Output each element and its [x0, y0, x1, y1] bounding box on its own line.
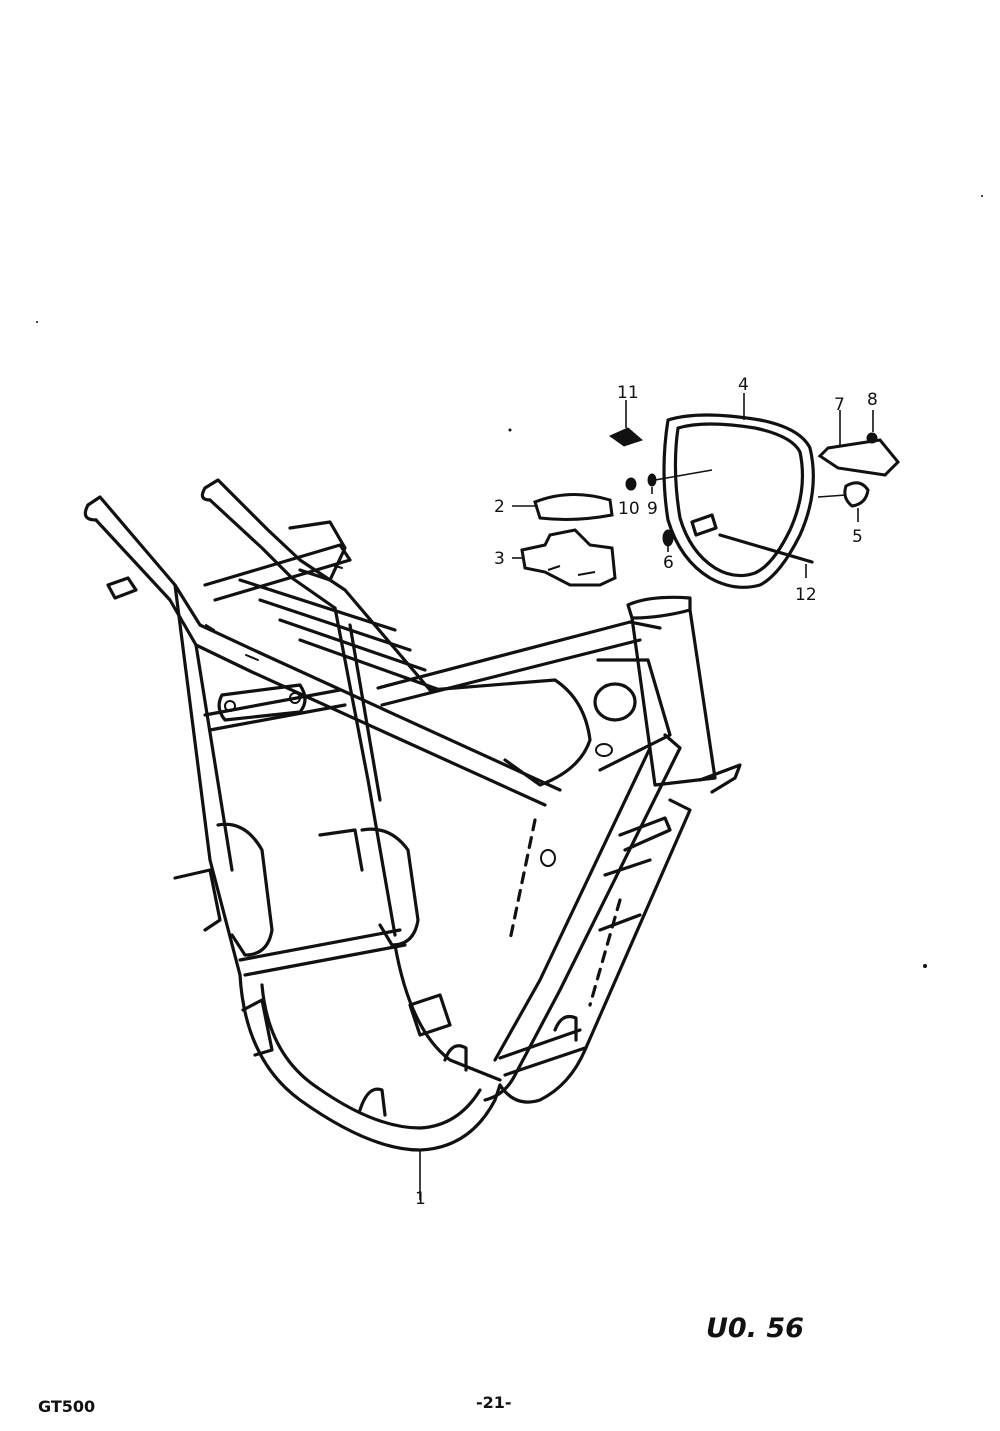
- frame-tank-tunnel: [428, 678, 592, 787]
- callout-6: 6: [663, 553, 674, 573]
- callout-8: 8: [867, 390, 878, 410]
- side-cover-bracket: [690, 513, 718, 537]
- leader-5b: [817, 494, 847, 498]
- frame-down-tube-brace: [598, 858, 652, 932]
- part-3-bracket: [520, 528, 617, 587]
- frame-footrest-mount-right: [318, 828, 364, 872]
- frame-steering-stop: [698, 763, 742, 794]
- part-5-grommet: [843, 481, 870, 508]
- leader-lines: [419, 393, 874, 1200]
- frame-lower-cradle: [238, 973, 502, 1152]
- frame-swingarm-plate-left: [216, 822, 274, 957]
- part-11-clip: [608, 427, 643, 447]
- scan-specks: [36, 195, 983, 968]
- frame-lower-cradle-brace: [498, 1028, 587, 1077]
- frame-steering-head: [626, 595, 692, 620]
- frame-seat-post-left-inner: [194, 643, 234, 872]
- callout-1: 1: [415, 1189, 426, 1209]
- callout-2: 2: [494, 497, 505, 517]
- frame-engine-mount-front: [618, 816, 672, 852]
- frame-engine-lug-2: [443, 1044, 468, 1072]
- frame-detail-hole-3: [224, 700, 236, 712]
- frame-rear-crossmember: [203, 543, 352, 602]
- callout-5: 5: [852, 527, 863, 547]
- part-9-washer: [647, 473, 657, 487]
- callout-11: 11: [617, 383, 639, 403]
- part-10-washer: [625, 477, 637, 491]
- figure-code: U0. 56: [706, 1313, 804, 1344]
- part-4-side-cover: [662, 413, 815, 589]
- part-6-grommet: [662, 529, 674, 547]
- frame-swingarm-plate-right: [360, 827, 420, 947]
- frame-lower-crossmember: [238, 928, 407, 977]
- frame-lower-cradle-inner: [260, 983, 482, 1130]
- footer-model: GT500: [38, 1397, 95, 1416]
- frame-bracket-upper-left: [217, 683, 307, 722]
- frame-left-top-rail: [86, 495, 562, 792]
- callout-12: 12: [795, 585, 817, 605]
- frame-gusset: [596, 658, 672, 772]
- frame-footrest-mount-left: [173, 868, 222, 932]
- frame-seat-bracket: [288, 520, 347, 582]
- frame-seat-post-right: [333, 606, 397, 937]
- frame-seat-ladder: [238, 578, 442, 692]
- frame-detail-hole-4: [289, 692, 301, 704]
- frame-steering-head-body: [630, 608, 717, 787]
- frame-detail-hole-2: [595, 743, 613, 757]
- frame-details: [205, 564, 613, 867]
- frame-down-tube-inner: [493, 746, 652, 1062]
- callout-10: 10: [618, 499, 640, 519]
- callout-7: 7: [834, 395, 845, 415]
- frame-seat-post-left: [173, 583, 242, 977]
- frame-down-tube-outer: [483, 733, 682, 1102]
- part-2-pad: [533, 492, 614, 521]
- frame-engine-lug-3: [553, 1014, 578, 1042]
- frame-engine-lug-1: [358, 1087, 387, 1117]
- small-parts: [520, 427, 901, 587]
- side-cover-outline: [662, 413, 815, 589]
- frame-gusset-hole: [593, 682, 637, 722]
- leader-9b: [654, 469, 713, 481]
- frame-rear-bracket: [106, 576, 138, 600]
- part-8-nut: [866, 432, 878, 444]
- frame-center-stand-mount: [408, 993, 452, 1037]
- footer-page-number: -21-: [476, 1393, 512, 1412]
- side-cover-inner: [673, 422, 805, 578]
- callout-4: 4: [738, 375, 749, 395]
- frame-seat-post-right-inner: [348, 623, 382, 802]
- frame-detail-bolts: [205, 564, 343, 661]
- frame-rear-loop: [83, 486, 212, 522]
- callout-9: 9: [647, 499, 658, 519]
- callout-3: 3: [494, 549, 505, 569]
- frame-top-tube-lower: [380, 638, 642, 707]
- part-3-bracket-detail: [547, 565, 596, 576]
- callout-numbers: 1 2 3 4 5 6 7 8 9 10 11 12: [415, 375, 878, 1209]
- frame-right-top-rail: [203, 478, 432, 692]
- main-frame: [83, 478, 742, 1152]
- frame-hidden-lines: [508, 818, 622, 1007]
- frame-detail-hole: [540, 849, 556, 867]
- frame-rear-mount-lower: [241, 998, 274, 1057]
- part-7-plate: [817, 438, 901, 477]
- side-cover-rod: [718, 533, 814, 564]
- frame-top-tube: [376, 620, 662, 690]
- frame-down-tube-second: [498, 798, 692, 1104]
